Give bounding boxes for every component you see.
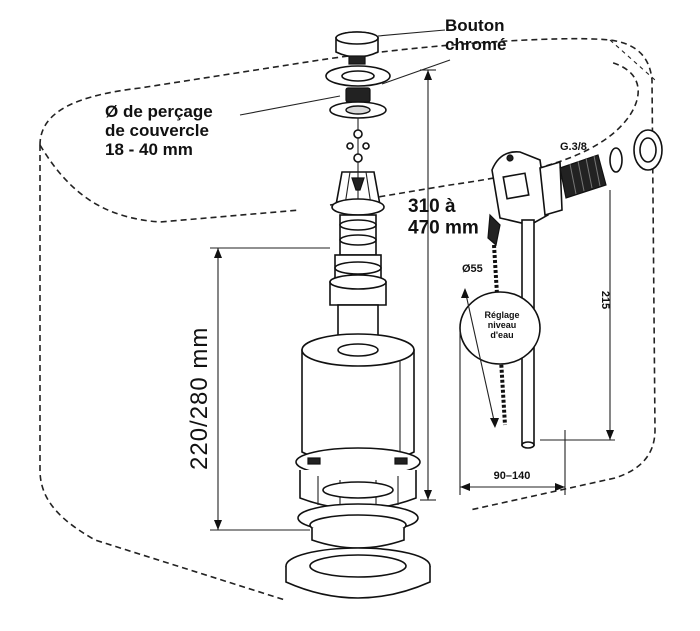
body-height-label: 220/280 mm	[186, 327, 213, 470]
water-level-bubble	[459, 288, 541, 428]
flush-valve-assembly	[285, 31, 431, 599]
dimension-90-140-label: 90–140	[494, 470, 531, 482]
dimension-215-label: 215	[599, 291, 611, 309]
fill-valve-assembly	[459, 129, 663, 449]
float-cylinder-icon	[301, 333, 415, 467]
washer-icon	[609, 147, 623, 173]
connector-rod-icon	[346, 118, 370, 175]
chrome-button-icon	[335, 31, 379, 65]
lock-nut-icon	[633, 129, 663, 171]
dimension-lines	[210, 29, 615, 531]
base-cage-icon	[295, 447, 421, 549]
diameter-label: Ø55	[462, 263, 483, 275]
fill-valve-head-icon	[491, 151, 563, 226]
top-cage-icon	[331, 171, 385, 216]
thread-label: G.3/8	[560, 141, 587, 153]
bottom-nut-icon	[285, 547, 431, 599]
lid-ring-icon	[325, 65, 391, 119]
threaded-inlet-icon	[559, 154, 607, 199]
